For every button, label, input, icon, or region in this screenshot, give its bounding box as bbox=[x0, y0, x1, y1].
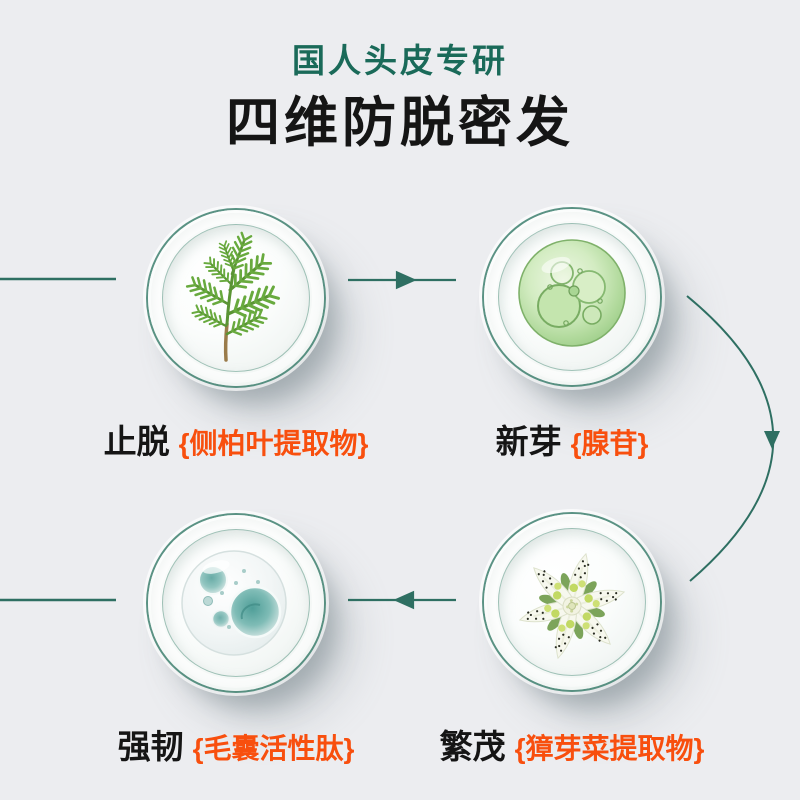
item-ingredient: {獐芽菜提取物} bbox=[514, 733, 705, 764]
page-title: 四维防脱密发 bbox=[226, 93, 574, 153]
label-qiangren: 强韧 {毛囊活性肽} bbox=[16, 720, 456, 768]
petri-dish-green-serum bbox=[484, 209, 660, 385]
teal-bubbles-icon bbox=[181, 550, 287, 656]
petri-dish-swertia-flower bbox=[484, 514, 660, 690]
label-fanmao: 繁茂 {獐芽菜提取物} bbox=[352, 720, 792, 768]
petri-dish-teal-bubbles bbox=[148, 515, 324, 691]
petri-dish-thuja-leaf bbox=[148, 210, 324, 386]
item-name: 强韧 bbox=[117, 728, 184, 765]
item-ingredient: {侧柏叶提取物} bbox=[178, 428, 369, 459]
label-zhituo: 止脱 {侧柏叶提取物} bbox=[16, 415, 456, 463]
label-xinya: 新芽 {腺苷} bbox=[352, 415, 792, 463]
swertia-flower-icon bbox=[516, 550, 628, 662]
item-name: 繁茂 bbox=[439, 728, 506, 765]
arrow-left-icon bbox=[348, 590, 456, 610]
item-ingredient: {毛囊活性肽} bbox=[192, 733, 355, 764]
green-serum-icon bbox=[518, 239, 626, 347]
item-name: 止脱 bbox=[103, 423, 170, 460]
thuja-leaf-icon bbox=[184, 230, 282, 362]
item-name: 新芽 bbox=[495, 423, 562, 460]
header-subtitle: 国人头皮专研 bbox=[292, 42, 508, 79]
item-ingredient: {腺苷} bbox=[570, 428, 649, 459]
arrow-right-icon bbox=[348, 270, 456, 290]
